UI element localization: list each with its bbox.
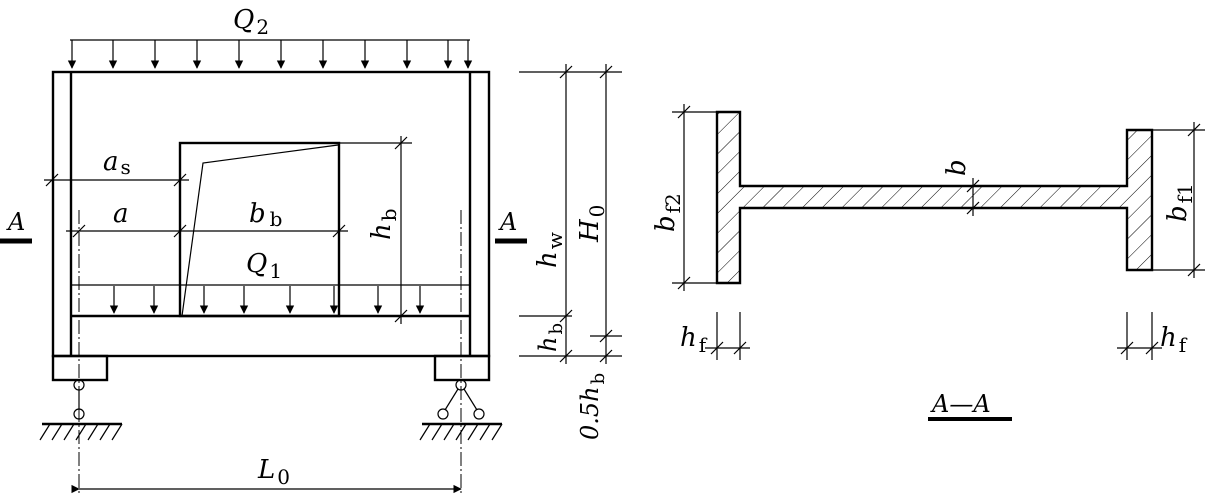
label-hb-right: hb <box>367 208 401 240</box>
wall-outline <box>51 70 491 358</box>
opening <box>178 141 341 318</box>
q1-load <box>109 286 425 314</box>
label-bf1: bf1 <box>1163 183 1197 222</box>
label-hb-low: hb <box>534 323 567 352</box>
i-section-shape <box>715 110 1154 285</box>
label-bf2: bf2 <box>651 193 685 232</box>
label-section-a-right: A <box>498 208 517 236</box>
q2-load <box>67 39 473 69</box>
wall-beam-elevation: Q2 Q1 as a bb A A L0 hb hw H0 hb 0.5hb <box>0 5 622 496</box>
label-hw: hw <box>533 232 567 268</box>
label-section-title: A—A <box>930 390 991 418</box>
label-b: b <box>942 159 972 176</box>
label-section-a-left: A <box>6 208 25 236</box>
label-half-hb: 0.5hb <box>576 373 609 440</box>
label-H0: H0 <box>575 205 609 243</box>
right-support <box>419 354 503 441</box>
left-support <box>39 354 123 441</box>
label-a: a <box>113 199 129 229</box>
